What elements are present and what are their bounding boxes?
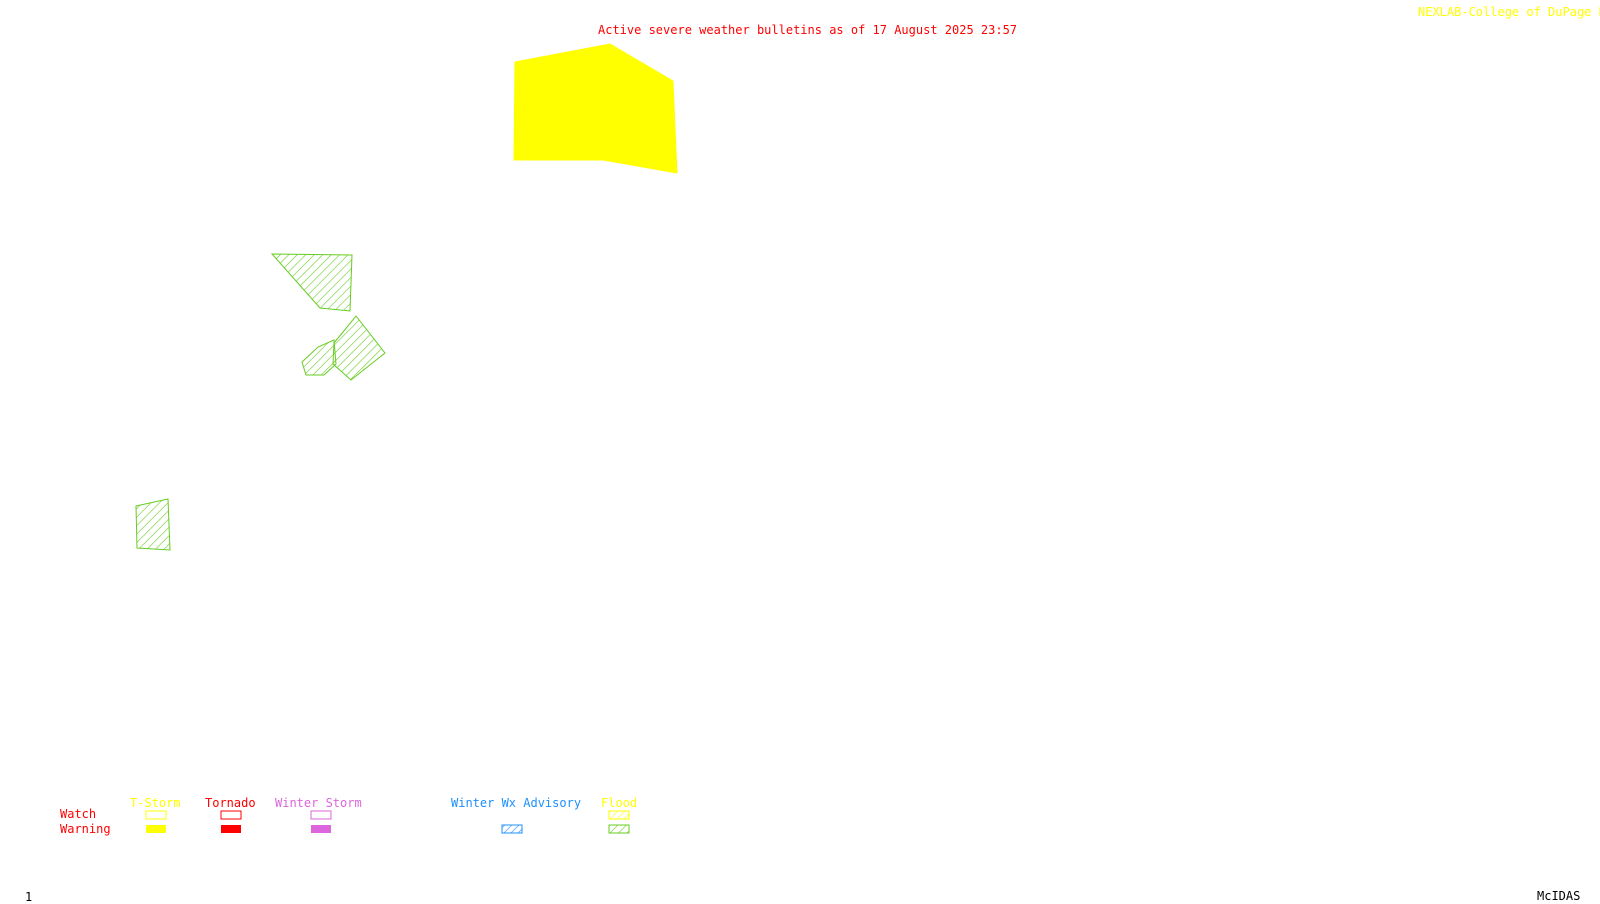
legend-winter-wx-advisory-label: Winter Wx Advisory (451, 796, 582, 810)
flood-warning-polygon (301, 339, 337, 376)
tornado-watch-swatch (220, 810, 242, 820)
flood-warning-polygon (332, 315, 386, 381)
winter-storm-warning-swatch (311, 825, 331, 833)
tstorm-warning-polygon (513, 43, 678, 174)
flood-warning-polygon (270, 253, 353, 312)
winter-storm-watch-swatch (310, 810, 332, 820)
tstorm-warning-swatch (146, 825, 166, 833)
legend-warning-label: Warning (60, 822, 111, 836)
tstorm-watch-swatch (145, 810, 167, 820)
flood-warning-swatch (608, 824, 630, 834)
frame-number: 1 (25, 890, 33, 904)
bulletin-title: Active severe weather bulletins as of 17… (598, 23, 1018, 37)
flood-watch-swatch (608, 810, 630, 820)
credit-label: NEXLAB-College of DuPage R (1418, 5, 1600, 19)
software-label: McIDAS (1537, 889, 1581, 903)
legend-watch-label: Watch (60, 807, 97, 821)
flood-warning-polygon (135, 498, 171, 551)
legend-tstorm-label: T-Storm (130, 796, 181, 810)
winter-wx-advisory-swatch (501, 824, 523, 834)
legend-flood-label: Flood (601, 796, 638, 810)
legend-tornado-label: Tornado (205, 796, 256, 810)
legend-winter-storm-label: Winter Storm (275, 796, 362, 810)
tornado-warning-swatch (221, 825, 241, 833)
